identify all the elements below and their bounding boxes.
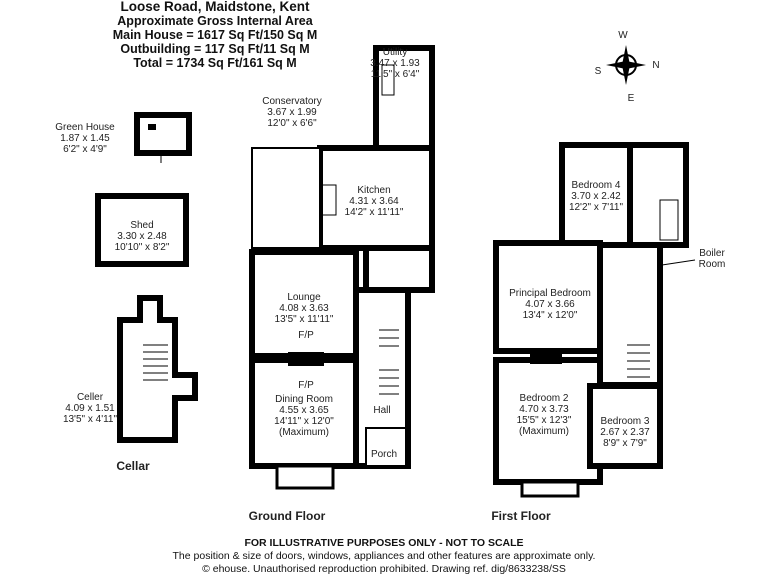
svg-text:Conservatory: Conservatory [262, 96, 321, 107]
area-subtitle: Approximate Gross Internal Area [117, 14, 313, 28]
outbuilding-area: Outbuilding = 117 Sq Ft/11 Sq M [120, 42, 310, 56]
svg-text:Bedroom 3: Bedroom 3 [601, 416, 650, 427]
svg-text:8'9" x 7'9": 8'9" x 7'9" [603, 438, 647, 449]
bathroom [627, 142, 689, 248]
porch-area [365, 427, 407, 467]
svg-text:12'2" x 7'11": 12'2" x 7'11" [569, 202, 624, 213]
address: Loose Road, Maidstone, Kent [120, 0, 310, 14]
svg-text:Kitchen: Kitchen [357, 185, 390, 196]
conservatory-room [251, 147, 321, 249]
svg-text:3.67 x 1.99: 3.67 x 1.99 [267, 107, 317, 118]
fireplace-label: F/P [298, 380, 314, 391]
compass-w: W [618, 30, 628, 41]
compass-s: S [595, 66, 602, 77]
main-house-area: Main House = 1617 Sq Ft/150 Sq M [112, 28, 318, 42]
fireplace-label: F/P [298, 330, 314, 341]
total-area: Total = 1734 Sq Ft/161 Sq M [133, 56, 297, 70]
svg-text:Boiler: Boiler [699, 248, 725, 259]
svg-text:Principal Bedroom: Principal Bedroom [509, 288, 591, 299]
svg-text:Utility: Utility [383, 47, 407, 58]
header: Loose Road, Maidstone, Kent Approximate … [60, 0, 370, 70]
svg-text:4.09 x 1.51: 4.09 x 1.51 [65, 403, 115, 414]
porch-label: Porch [371, 449, 397, 460]
ground-floor: Utility 3.47 x 1.93 11'5" x 6'4" Conserv… [249, 45, 435, 523]
svg-text:4.70 x 3.73: 4.70 x 3.73 [519, 404, 569, 415]
svg-text:13'4" x 12'0": 13'4" x 12'0" [523, 310, 578, 321]
svg-text:4.55 x 3.65: 4.55 x 3.65 [279, 405, 329, 416]
svg-text:3.30 x 2.48: 3.30 x 2.48 [117, 231, 167, 242]
svg-text:15'5" x 12'3": 15'5" x 12'3" [517, 415, 572, 426]
shed: Shed 3.30 x 2.48 10'10" x 8'2" [95, 193, 189, 267]
first-floor-label: First Floor [491, 509, 551, 523]
svg-text:4.07 x 3.66: 4.07 x 3.66 [525, 299, 575, 310]
svg-text:6'2" x 4'9": 6'2" x 4'9" [63, 144, 107, 155]
compass-e: E [628, 93, 635, 104]
greenhouse: Green House 1.87 x 1.45 6'2" x 4'9" [55, 112, 192, 163]
disclaimer: FOR ILLUSTRATIVE PURPOSES ONLY - NOT TO … [244, 537, 524, 549]
svg-text:13'5" x 4'11": 13'5" x 4'11" [63, 414, 118, 425]
svg-text:4.31 x 3.64: 4.31 x 3.64 [349, 196, 399, 207]
svg-text:3.47 x 1.93: 3.47 x 1.93 [370, 58, 420, 69]
svg-text:Shed: Shed [130, 220, 153, 231]
compass-icon: W N E S [595, 30, 660, 104]
disclaimer-note: The position & size of doors, windows, a… [172, 550, 596, 562]
svg-text:13'5" x 11'11": 13'5" x 11'11" [275, 314, 334, 325]
svg-text:14'11" x 12'0": 14'11" x 12'0" [274, 416, 334, 427]
svg-text:(Maximum): (Maximum) [279, 427, 329, 438]
cellar-label: Cellar [116, 459, 150, 473]
svg-text:Green House: Green House [55, 122, 115, 133]
svg-text:3.70 x 2.42: 3.70 x 2.42 [571, 191, 621, 202]
kitchen-room [317, 145, 435, 251]
svg-text:1.87 x 1.45: 1.87 x 1.45 [60, 133, 110, 144]
svg-text:Dining Room: Dining Room [275, 394, 333, 405]
svg-text:Room: Room [699, 259, 726, 270]
svg-text:12'0" x 6'6": 12'0" x 6'6" [267, 118, 317, 129]
svg-text:10'10" x 8'2": 10'10" x 8'2" [115, 242, 170, 253]
copyright: © ehouse. Unauthorised reproduction proh… [202, 563, 566, 575]
first-floor: Bedroom 4 3.70 x 2.42 12'2" x 7'11" Boil… [491, 142, 726, 523]
svg-text:Bedroom 2: Bedroom 2 [520, 393, 569, 404]
svg-text:(Maximum): (Maximum) [519, 426, 569, 437]
bedroom3-room [587, 383, 663, 469]
svg-text:14'2" x 11'11": 14'2" x 11'11" [345, 207, 404, 218]
svg-text:Lounge: Lounge [287, 292, 321, 303]
celler: Celler 4.09 x 1.51 13'5" x 4'11" Cellar [63, 295, 198, 473]
svg-text:Celler: Celler [77, 392, 104, 403]
compass-n: N [652, 60, 659, 71]
hall-label: Hall [373, 405, 390, 416]
svg-text:11'5" x 6'4": 11'5" x 6'4" [371, 69, 420, 80]
svg-text:4.08 x 3.63: 4.08 x 3.63 [279, 303, 329, 314]
landing [597, 242, 663, 388]
svg-text:2.67 x 2.37: 2.67 x 2.37 [600, 427, 650, 438]
svg-text:Bedroom 4: Bedroom 4 [572, 180, 621, 191]
ground-floor-label: Ground Floor [249, 509, 326, 523]
